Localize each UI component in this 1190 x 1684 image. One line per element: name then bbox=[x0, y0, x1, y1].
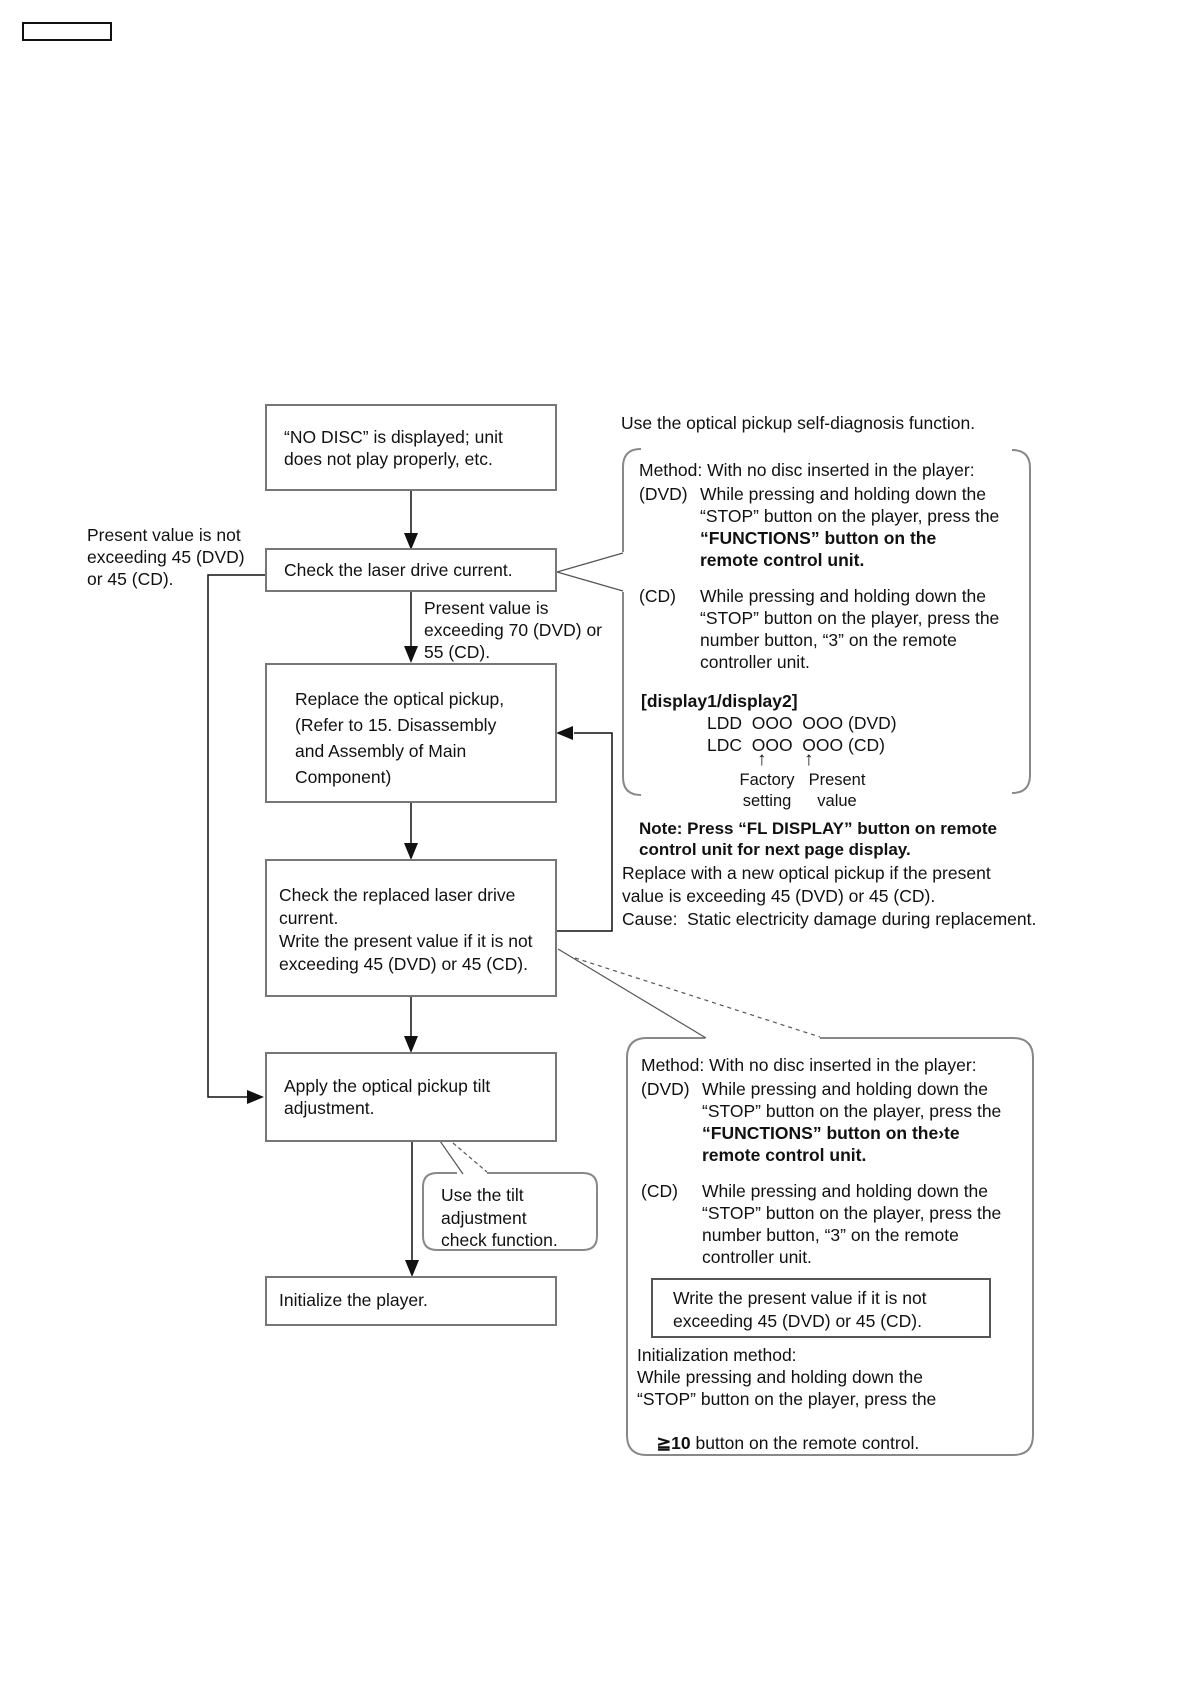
present-value-label: Present value bbox=[808, 771, 866, 810]
tilt-bubble-tail bbox=[439, 1140, 488, 1175]
bubble2-tail bbox=[557, 948, 821, 1039]
bubble2-cd-text: While pressing and holding down the “STO… bbox=[702, 1181, 1002, 1267]
tilt-tail-dashed bbox=[452, 1142, 488, 1173]
replace-new-pickup-note: Replace with a new optical pickup if the… bbox=[622, 863, 1037, 929]
bubble1-tail bbox=[556, 552, 624, 592]
bubble1-dvd-text-bold: “FUNCTIONS” button on the remote control… bbox=[700, 528, 937, 570]
display-example-title: [display1/display2] bbox=[641, 691, 798, 711]
flow-box-initialize: Initialize the player. bbox=[265, 1276, 557, 1326]
bubble2-tail-dashed bbox=[574, 957, 821, 1038]
flow-box-check-current: Check the laser drive current. bbox=[265, 548, 557, 592]
bubble1-dvd-label: (DVD) bbox=[639, 484, 688, 504]
up-arrow-icon: ↑ bbox=[757, 749, 767, 770]
ge10-button-label: ≧10 bbox=[656, 1433, 691, 1453]
flow-box-apply-tilt: Apply the optical pickup tilt adjustment… bbox=[265, 1052, 557, 1142]
bubble2-dvd-text: While pressing and holding down the “STO… bbox=[702, 1079, 1002, 1121]
page-label-box bbox=[22, 22, 112, 41]
bubble1-tail-lower bbox=[556, 571, 624, 592]
bubble1-cd-label: (CD) bbox=[639, 586, 676, 606]
bubble2-tail-solid bbox=[557, 948, 707, 1039]
bubble1-dvd-text: While pressing and holding down the “STO… bbox=[700, 484, 1000, 526]
display-example-dvd: LDD OOO OOO (DVD) bbox=[707, 713, 897, 733]
bubble1-cd-text: While pressing and holding down the “STO… bbox=[700, 586, 1000, 672]
initialization-method-lastline: ≧10 button on the remote control. bbox=[637, 1410, 919, 1476]
bubble1-left-bottom bbox=[622, 592, 642, 796]
bubble2-dvd-label: (DVD) bbox=[641, 1079, 690, 1099]
self-diagnosis-caption: Use the optical pickup self-diagnosis fu… bbox=[621, 413, 976, 433]
bubble1-method-line: Method: With no disc inserted in the pla… bbox=[639, 460, 975, 480]
flow-box-no-disc: “NO DISC” is displayed; unit does not pl… bbox=[265, 404, 557, 491]
flow-box-replace-pickup: Replace the optical pickup, (Refer to 15… bbox=[265, 663, 557, 803]
bubble1-right bbox=[1011, 449, 1031, 794]
arrowhead-down-4 bbox=[404, 1036, 418, 1053]
up-arrow-icon: ↑ bbox=[804, 749, 814, 770]
arrowhead-down-5 bbox=[405, 1260, 419, 1277]
factory-setting-label: Factory setting bbox=[739, 771, 795, 810]
tilt-tail-solid bbox=[439, 1140, 464, 1175]
loop-line-replace-again bbox=[557, 732, 613, 932]
arrowhead-down-3 bbox=[404, 843, 418, 860]
note-fl-display: Note: Press “FL DISPLAY” button on remot… bbox=[639, 819, 997, 859]
tilt-check-bubble-text: Use the tilt adjustment check function. bbox=[441, 1185, 558, 1250]
arrowhead-right-bypass bbox=[247, 1090, 264, 1104]
bubble2-cd-label: (CD) bbox=[641, 1181, 678, 1201]
write-present-value-box: Write the present value if it is not exc… bbox=[651, 1278, 991, 1338]
arrowhead-left-loop bbox=[556, 726, 573, 740]
initialization-method-title: Initialization method: bbox=[637, 1345, 797, 1365]
annotation-present-not-exceeding: Present value is not exceeding 45 (DVD) … bbox=[87, 525, 245, 589]
bubble2-dvd-text-bold: “FUNCTIONS” button on the›te remote cont… bbox=[702, 1123, 960, 1165]
bypass-line-not-exceeding bbox=[207, 574, 265, 1098]
bubble1-tail-upper bbox=[556, 552, 624, 573]
arrowhead-down-2 bbox=[404, 646, 418, 663]
annotation-present-exceeding: Present value is exceeding 70 (DVD) or 5… bbox=[424, 598, 602, 662]
initialization-method-tail: button on the remote control. bbox=[690, 1433, 920, 1453]
initialization-method-text: While pressing and holding down the “STO… bbox=[637, 1367, 937, 1409]
bubble2-method-line: Method: With no disc inserted in the pla… bbox=[641, 1055, 977, 1075]
flow-box-check-replaced: Check the replaced laser drive current. … bbox=[265, 859, 557, 997]
display-example-cd: LDC OOO OOO (CD) bbox=[707, 735, 885, 755]
